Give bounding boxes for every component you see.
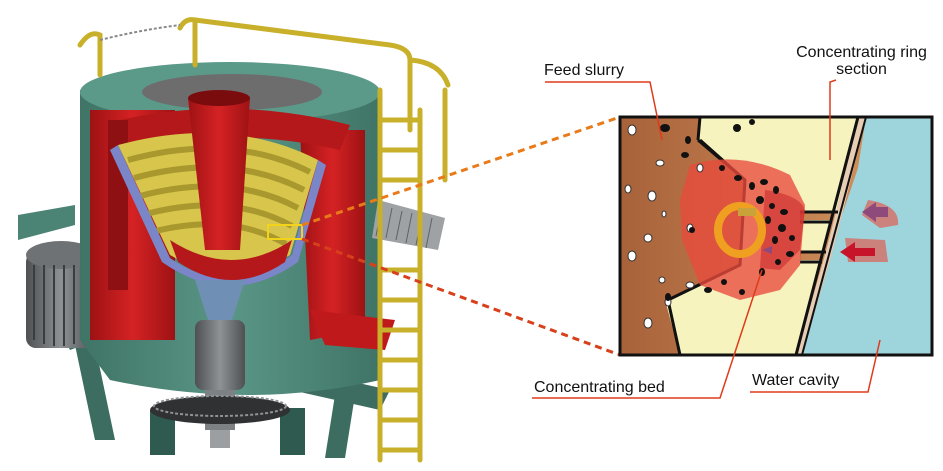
shaft-assembly [150,280,290,448]
label-concentrating-bed: Concentrating bed [534,379,665,396]
detail-inset [618,115,934,357]
feed-pipe [188,90,250,250]
label-concentrating-ring-line1: Concentrating ring [796,44,927,61]
label-concentrating-ring-line2: section [836,61,887,78]
callout-lines [301,115,621,357]
machine-illustration [18,17,451,463]
label-feed-slurry: Feed slurry [544,62,625,79]
tailings-chute [310,310,395,350]
chain [99,24,181,41]
water-flow-arrows [762,200,899,262]
black-particles [660,119,795,301]
white-particles [624,124,704,329]
orange-ring [714,202,766,258]
railing-ladder [77,17,451,463]
inset-frame [618,115,934,357]
label-concentrating-ring-section: Concentrating ring section [780,44,943,78]
label-leaders [532,79,881,399]
detail-highlight-box [267,224,303,240]
platform [372,200,445,250]
label-water-cavity: Water cavity [752,372,840,389]
